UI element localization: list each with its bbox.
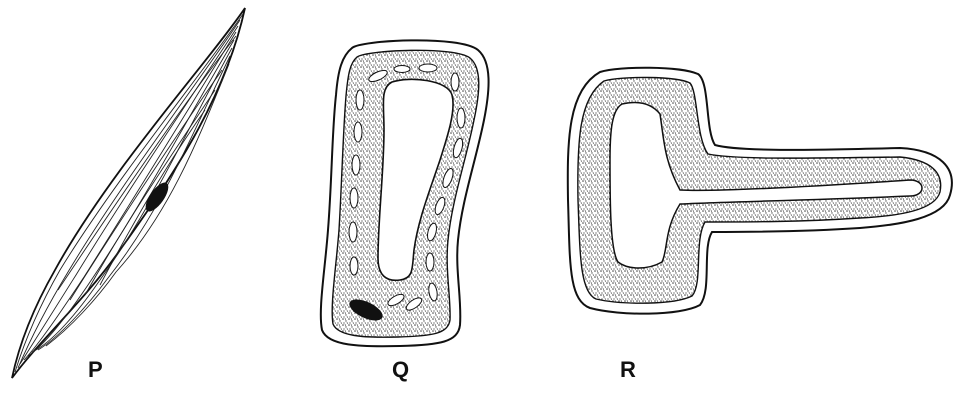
cell-q-chloroplast-cell: [321, 40, 489, 346]
label-q: Q: [392, 359, 409, 381]
cell-p-smooth-muscle: [12, 8, 245, 378]
label-r: R: [620, 359, 636, 381]
label-p: P: [88, 359, 103, 381]
cell-r-root-hair: [568, 68, 952, 314]
